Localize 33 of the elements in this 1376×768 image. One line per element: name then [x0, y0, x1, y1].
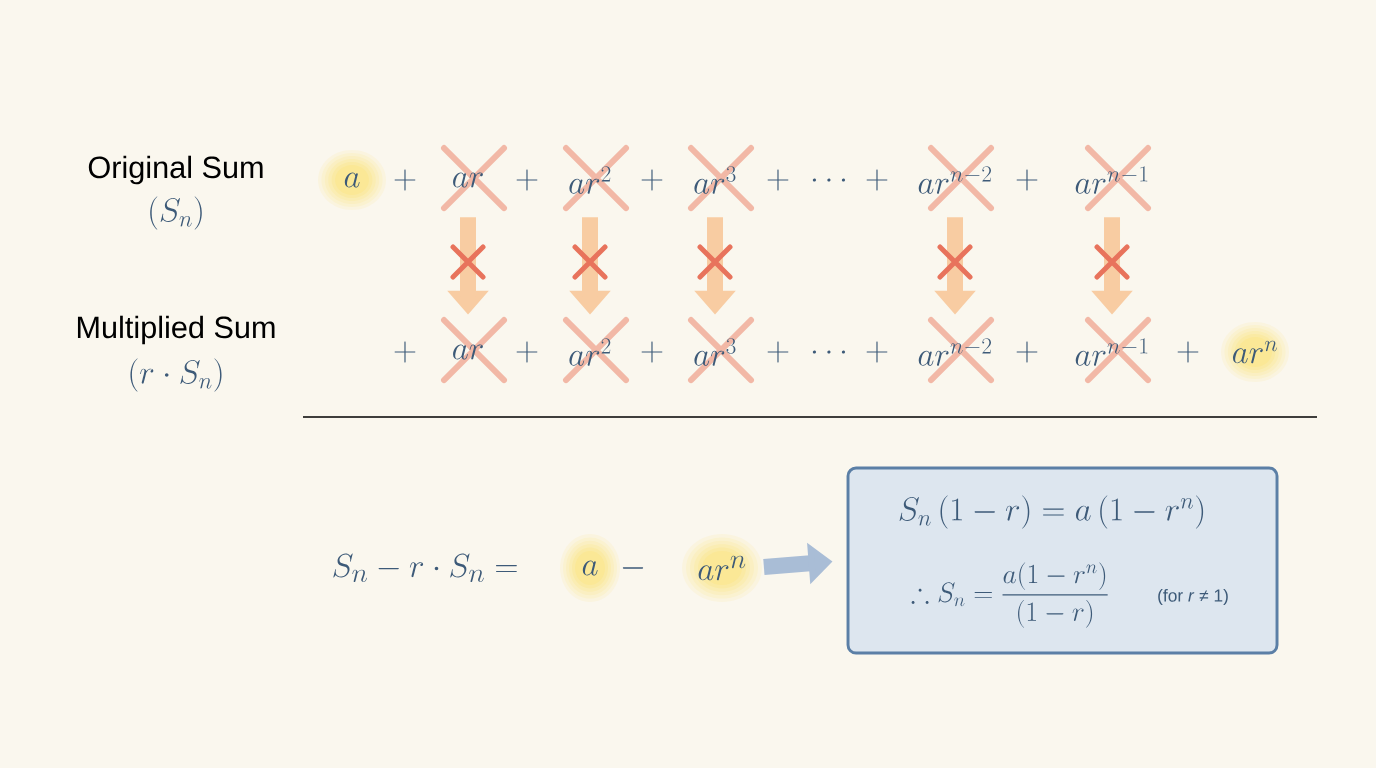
math-term: $(r \cdot S_{n})$: [130, 358, 222, 392]
result-box: $S_{n}\,(1-r) = a\,(1-r^{n})$ $\therefore S_{n} = \frac{a(1-r^{n})}{(1-r)}$ (for r ≠ 1): [846, 466, 1279, 655]
math-term: $+$: [1016, 169, 1038, 191]
math-term: $a$: [344, 172, 360, 188]
crossed-term: $ar$: [453, 172, 483, 188]
math-term: $+$: [516, 341, 538, 363]
math-term: $+$: [394, 341, 416, 363]
math-term: $+$: [394, 169, 416, 191]
math-term: $+$: [641, 169, 663, 191]
math-term: $\ldots$: [812, 350, 846, 354]
math-term: $(S_{n})$: [150, 196, 202, 230]
math-term: $+$: [1177, 341, 1199, 363]
crossed-term: $ar^{n-2}$: [918, 338, 991, 366]
math-term: $\ldots$: [812, 178, 846, 182]
crossed-term: $ar^{n-1}$: [1075, 166, 1148, 194]
crossed-term: $ar^{3}$: [694, 166, 736, 194]
math-term: $+$: [866, 341, 888, 363]
math-term: $+$: [767, 169, 789, 191]
equation: $S_{n} - r \cdot S_{n} =$ $a$ $-$ $ar^{n}$: [333, 553, 746, 583]
row-label: Original Sum: [88, 155, 263, 185]
math-term: $ar^{n}$: [1232, 340, 1278, 364]
crossed-term: $ar^{2}$: [569, 166, 611, 194]
math-term: $+$: [767, 341, 789, 363]
math-term: $+$: [1016, 341, 1038, 363]
crossed-term: $ar^{n-1}$: [1075, 338, 1148, 366]
math-term: $+$: [516, 169, 538, 191]
crossed-term: $ar$: [453, 344, 483, 360]
crossed-term: $ar^{2}$: [569, 338, 611, 366]
crossed-term: $ar^{3}$: [694, 338, 736, 366]
row-label: Multiplied Sum: [77, 315, 275, 345]
math-term: $+$: [866, 169, 888, 191]
crossed-term: $ar^{n-2}$: [918, 166, 991, 194]
math-term: $+$: [641, 341, 663, 363]
